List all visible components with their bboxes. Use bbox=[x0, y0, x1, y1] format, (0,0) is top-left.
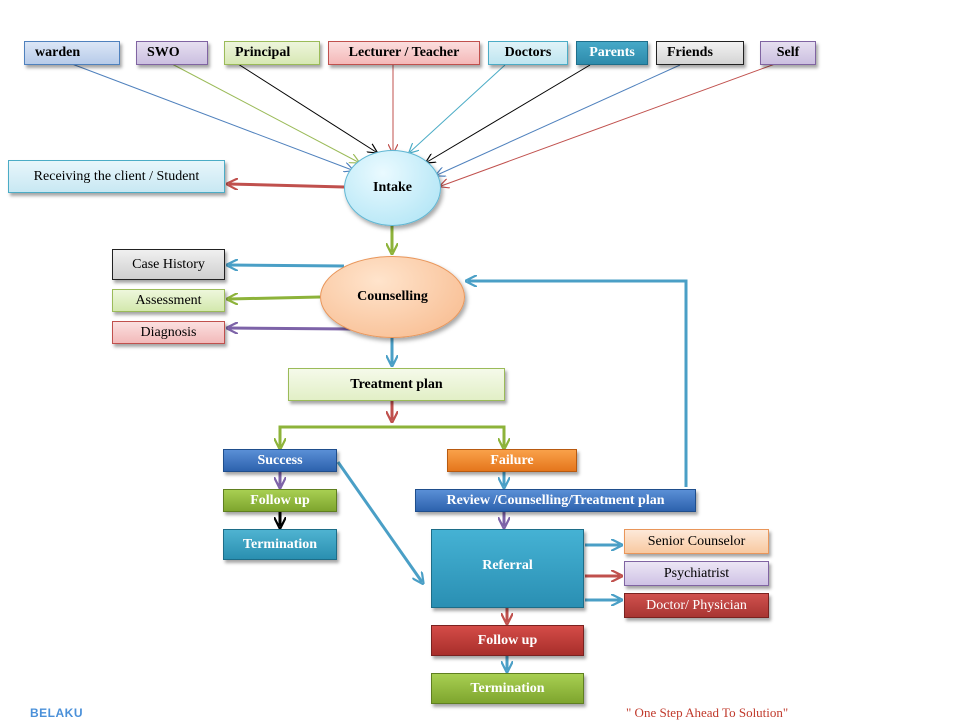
arrow-counselling-assessment bbox=[229, 297, 321, 299]
arrow-friends-intake bbox=[437, 64, 681, 175]
diagnosis-box: Diagnosis bbox=[112, 321, 225, 344]
arrow-parents-intake bbox=[427, 64, 591, 162]
source-doctors: Doctors bbox=[488, 41, 568, 65]
arrow-counselling-casehistory bbox=[229, 265, 345, 266]
arrow-counselling-diagnosis bbox=[229, 328, 353, 329]
arrow-swo-intake bbox=[171, 63, 358, 162]
counselling-node: Counselling bbox=[320, 256, 465, 338]
arrow-split-success bbox=[278, 425, 506, 446]
receiving-client-box: Receiving the client / Student bbox=[8, 160, 225, 193]
arrow-principal-intake bbox=[237, 63, 376, 152]
source-warden: warden bbox=[24, 41, 120, 65]
failure-box: Failure bbox=[447, 449, 577, 472]
source-self: Self bbox=[760, 41, 816, 65]
termination-right-box: Termination bbox=[431, 673, 584, 704]
psychiatrist-box: Psychiatrist bbox=[624, 561, 769, 586]
arrow-success-referral bbox=[336, 461, 422, 582]
termination-left-box: Termination bbox=[223, 529, 337, 560]
source-lecturer-teacher: Lecturer / Teacher bbox=[328, 41, 480, 65]
case-history-box: Case History bbox=[112, 249, 225, 280]
intake-node: Intake bbox=[344, 150, 441, 226]
source-friends: Friends bbox=[656, 41, 744, 65]
follow-up-left-box: Follow up bbox=[223, 489, 337, 512]
review-box: Review /Counselling/Treatment plan bbox=[415, 489, 696, 512]
follow-up-right-box: Follow up bbox=[431, 625, 584, 656]
arrow-intake-receiving bbox=[229, 184, 345, 187]
brand-logo-text: BELAKU bbox=[30, 706, 83, 720]
source-swo: SWO bbox=[136, 41, 208, 65]
tagline: " One Step Ahead To Solution" bbox=[626, 705, 789, 720]
source-principal: Principal bbox=[224, 41, 320, 65]
arrow-review-counselling bbox=[468, 281, 688, 487]
treatment-plan-box: Treatment plan bbox=[288, 368, 505, 401]
referral-box: Referral bbox=[431, 529, 584, 608]
success-box: Success bbox=[223, 449, 337, 472]
senior-counselor-box: Senior Counselor bbox=[624, 529, 769, 554]
doctor-physician-box: Doctor/ Physician bbox=[624, 593, 769, 618]
source-parents: Parents bbox=[576, 41, 648, 65]
arrow-doctors-intake bbox=[410, 64, 506, 152]
arrow-self-intake bbox=[441, 63, 776, 186]
arrow-warden-intake bbox=[71, 63, 352, 170]
assessment-box: Assessment bbox=[112, 289, 225, 312]
